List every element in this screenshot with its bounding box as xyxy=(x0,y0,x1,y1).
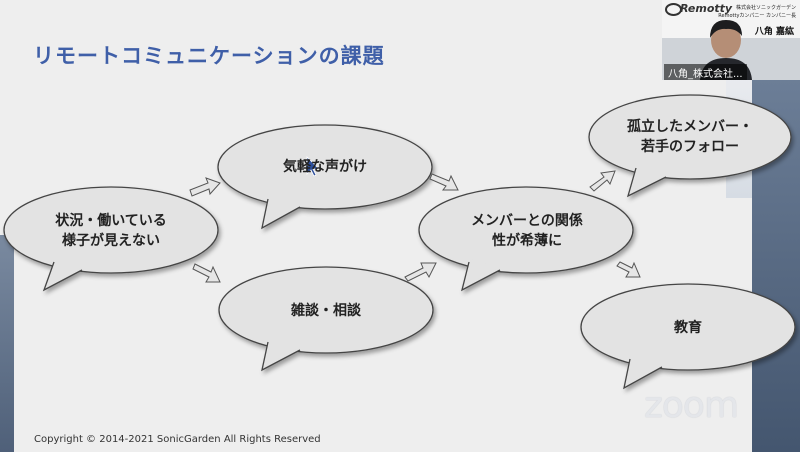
slide-decoration-left xyxy=(0,235,14,452)
right-arrow-icon xyxy=(404,262,437,282)
background-dept-text: Remottyカンパニー カンパニー長 xyxy=(718,13,796,19)
bubble-casual-text: 気軽な声がけ xyxy=(283,159,367,175)
right-arrow-icon xyxy=(192,263,221,283)
bubble-education-text: 教育 xyxy=(674,320,702,336)
bubble-chat xyxy=(218,266,434,372)
right-arrow-icon xyxy=(589,170,616,192)
mouse-cursor-icon xyxy=(306,156,320,177)
right-arrow-icon xyxy=(189,177,221,197)
remotty-logo-icon xyxy=(665,3,682,16)
bubble-casual xyxy=(217,124,433,230)
bubble-isolated xyxy=(588,94,792,198)
background-name-text: 八角 嘉紘 xyxy=(754,27,794,37)
right-arrow-icon xyxy=(616,261,641,278)
bubble-relation xyxy=(418,186,634,292)
participant-name-label: 八角_株式会社... xyxy=(664,64,747,80)
right-arrow-icon xyxy=(429,173,459,191)
bubble-relation-text: メンバーとの関係 性が希薄に xyxy=(471,213,583,249)
background-company-text: 株式会社ソニックガーデン xyxy=(735,5,796,11)
participant-video-tile[interactable]: Remotty 株式会社ソニックガーデン Remottyカンパニー カンパニー長… xyxy=(662,0,800,80)
background-brand-text: Remotty xyxy=(680,2,733,15)
virtual-background-banner: Remotty 株式会社ソニックガーデン Remottyカンパニー カンパニー長… xyxy=(662,0,800,38)
bubble-isolated-text: 孤立したメンバー・ 若手のフォロー xyxy=(627,119,753,155)
slide-title: リモートコミュニケーションの課題 xyxy=(33,44,385,68)
bubble-situation-text: 状況・働いている 様子が見えない xyxy=(55,213,167,249)
bubble-situation xyxy=(3,186,219,292)
zoom-watermark: zoom xyxy=(644,385,739,426)
bubble-education xyxy=(580,283,796,390)
copyright-notice: Copyright © 2014-2021 SonicGarden All Ri… xyxy=(34,434,321,445)
bubble-chat-text: 雑談・相談 xyxy=(291,303,361,319)
